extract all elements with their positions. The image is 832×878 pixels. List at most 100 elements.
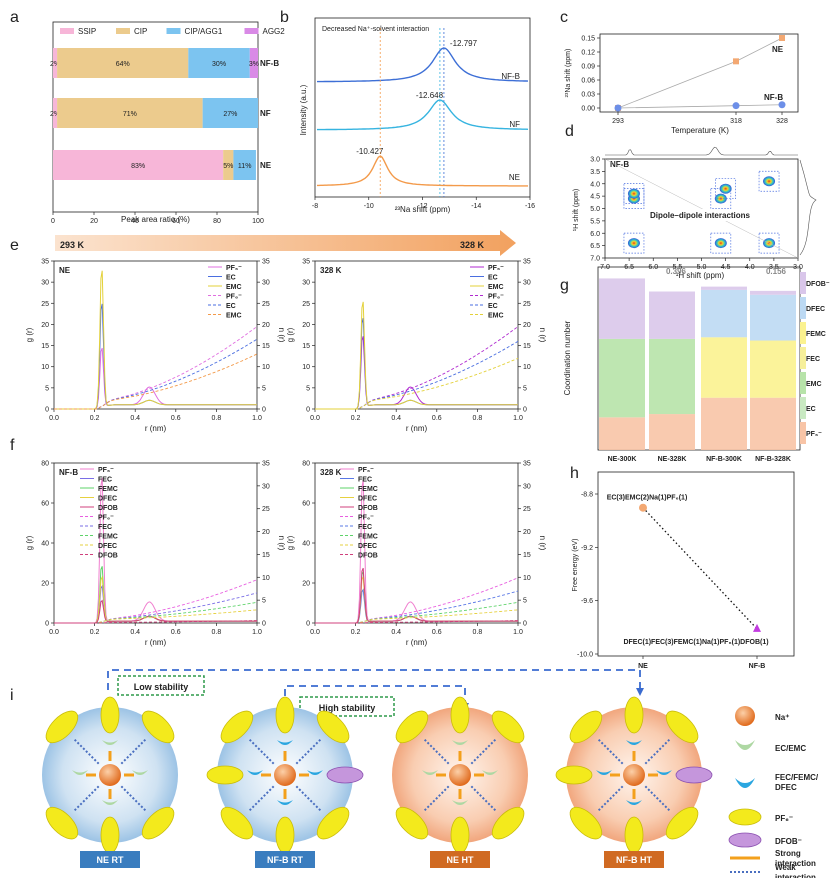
- panel-e-left-label: NE: [59, 266, 71, 275]
- pf6-ellipse-icon: [141, 710, 175, 744]
- rdf-series-FEMC: [315, 571, 518, 624]
- panel-c-y-tick-label: 0.03: [581, 92, 595, 99]
- bar-segment: [249, 48, 258, 78]
- low-stability-callout-box: [117, 675, 205, 696]
- legend-label-DFEC: DFEC: [358, 496, 377, 503]
- category-label: NF-B: [260, 59, 279, 68]
- rdf-series-EMC: [315, 301, 518, 410]
- panel-f-right-y2-tick-label: 10: [523, 575, 531, 582]
- legend-label-FEC: FEC: [98, 524, 112, 531]
- stack-segment-DFOB⁻: [701, 286, 747, 290]
- legend-swatch-CIP: [116, 28, 130, 34]
- stack-segment-FEMC: [701, 337, 747, 398]
- fec-crescent-icon: [277, 800, 293, 805]
- solvation-cluster: NE HT: [392, 696, 528, 868]
- bar-segment: [53, 98, 58, 128]
- panel-e-right-x-tick-label: 1.0: [513, 415, 523, 422]
- cross-peak-spot: [763, 176, 776, 187]
- panel-e-right-label: 328 K: [320, 266, 342, 275]
- panel-d-y-tick-label: 7.0: [590, 256, 600, 263]
- panel-e-left-y-tick-label: 25: [41, 301, 49, 308]
- series-line-NF: [317, 99, 529, 131]
- high-stability-callout: High stability: [319, 703, 376, 713]
- rdf-cn-series-EMC: [54, 353, 258, 410]
- panel-e-right-x-tick-label: 0.8: [473, 415, 483, 422]
- panel-f-left-x-tick-label: 1.0: [252, 629, 262, 636]
- rdf-cn-series-PF₆⁻: [315, 577, 519, 624]
- panel-e-right-y2-tick-label: 35: [523, 259, 531, 266]
- rdf-cn-series-FEC: [315, 590, 519, 624]
- fec-crescent-icon: [277, 740, 293, 745]
- pf6-ellipse-icon: [569, 806, 603, 840]
- peak-value-label: -10.427: [356, 147, 384, 156]
- cluster-badge: [255, 851, 315, 868]
- rdf-series-PF₆⁻: [315, 479, 518, 624]
- panel-e-right-y-tick-label: 15: [302, 343, 310, 350]
- legend-label-CIP/AGG1: CIP/AGG1: [185, 27, 223, 36]
- legend-text: PF₆⁻: [775, 814, 793, 823]
- legend-label-EMC: EMC: [806, 381, 822, 388]
- series-label-NE: NE: [509, 173, 520, 182]
- panel-c-axes: [599, 33, 799, 113]
- panel-f-right-x-tick-label: 0.6: [432, 629, 442, 636]
- legend-text: Strong: [775, 849, 801, 858]
- rdf-cn-series-FEC: [54, 592, 258, 624]
- legend-swatch-PF₆⁻: [800, 422, 806, 444]
- pf6-ellipse-icon: [569, 710, 603, 744]
- pf6-ellipse-icon: [491, 806, 525, 840]
- panel-f-left-y2-tick-label: 25: [262, 506, 270, 513]
- panel-letter-f: f: [10, 437, 15, 454]
- legend-label-PF₆⁻: PF₆⁻: [488, 294, 504, 301]
- panel-e-right-y-axis-title: g (r): [286, 327, 295, 342]
- stack-segment-DFEC: [701, 289, 747, 338]
- panel-d-x-tick-label: 3.5: [769, 264, 779, 271]
- panel-e-right-y2-tick-label: 30: [523, 280, 531, 287]
- panel-d-x-tick-label: 3.0: [793, 264, 803, 271]
- panel-e-left-y2-tick-label: 15: [262, 343, 270, 350]
- panel-b-y-axis-title: Intensity (a.u.): [299, 84, 308, 135]
- panel-e-right-x-tick-label: 0.0: [310, 415, 320, 422]
- panel-e-right-x-tick-label: 0.2: [351, 415, 361, 422]
- series-label-NE: NE: [772, 45, 784, 54]
- data-point-NF-B: [614, 104, 622, 112]
- cross-peak-box: [623, 183, 645, 204]
- panel-a-x-tick-label: 40: [131, 218, 139, 225]
- stack-segment-DFOB⁻: [649, 291, 695, 339]
- panel-e-left-x-axis-title: r (nm): [145, 424, 167, 433]
- panel-d-y-tick-label: 5.5: [590, 218, 600, 225]
- panel-e-right-y2-tick-label: 20: [523, 322, 531, 329]
- stack-segment-PF₆⁻: [750, 397, 796, 450]
- legend-label-AGG2: AGG2: [263, 27, 286, 36]
- stack-segment-FEMC: [750, 340, 796, 398]
- panel-e-left-y2-tick-label: 10: [262, 364, 270, 371]
- data-point-NF-B: [732, 102, 740, 110]
- link-arrowhead: [636, 688, 644, 696]
- solvation-cluster: NF-B RT: [206, 696, 364, 868]
- panel-c-x-tick-label: 328: [776, 118, 788, 125]
- series-label-NF: NF: [509, 120, 520, 129]
- rdf-series-PF₆⁻: [54, 347, 257, 410]
- legend-label-EC: EC: [488, 303, 498, 310]
- rdf-series-EC: [54, 303, 257, 410]
- legend-label-PF₆⁻: PF₆⁻: [806, 431, 822, 438]
- legend-swatch-CIP/AGG1: [166, 28, 181, 34]
- legend-text: DFOB⁻: [775, 837, 802, 846]
- pf6-ellipse-icon: [395, 806, 429, 840]
- legend-label-FEMC: FEMC: [806, 331, 826, 338]
- panel-d-x-tick-label: 5.0: [697, 264, 707, 271]
- panel-f-right-y2-tick-label: 5: [523, 598, 527, 605]
- panel-f-right-y-tick-label: 40: [302, 541, 310, 548]
- panel-f-right-x-axis-title: r (nm): [406, 638, 428, 647]
- panel-f-right-y-tick-label: 80: [302, 461, 310, 468]
- panel-b-x-axis-title: ²³Na shift (ppm): [395, 205, 451, 214]
- legend-label-FEC: FEC: [806, 356, 820, 363]
- cross-peak-spot: [719, 183, 732, 194]
- panel-h-y-tick-label: -8.8: [581, 492, 593, 499]
- panel-e-right-x-tick-label: 0.6: [432, 415, 442, 422]
- category-label: NF-B: [749, 663, 766, 670]
- panel-f-left-y2-tick-label: 5: [262, 598, 266, 605]
- legend-swatch-FEMC: [800, 322, 806, 344]
- panel-f-right-y2-tick-label: 20: [523, 529, 531, 536]
- pf6-ellipse-icon: [316, 710, 350, 744]
- panel-d-x-tick-label: 4.0: [745, 264, 755, 271]
